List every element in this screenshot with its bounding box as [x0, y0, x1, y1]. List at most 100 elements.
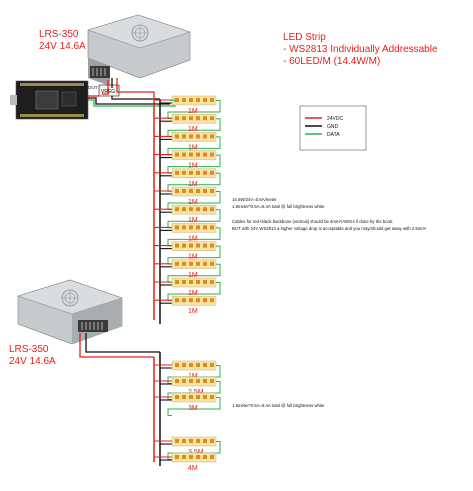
led-strip-row: 1M — [154, 223, 221, 247]
led-chip — [175, 243, 179, 248]
led-chip — [210, 243, 214, 248]
led-chip — [182, 225, 186, 230]
led-chip — [196, 261, 200, 266]
title-line1: - WS2813 Individually Addressable — [283, 44, 438, 55]
led-chip — [189, 225, 193, 230]
led-chip — [182, 170, 186, 175]
strip-length-label: 1M — [188, 235, 198, 242]
legend-data: DATA — [327, 132, 340, 138]
led-chip — [189, 98, 193, 102]
led-chip — [182, 280, 186, 284]
led-chip — [210, 298, 214, 303]
legend-gnd: GND — [327, 124, 339, 130]
led-chip — [196, 439, 200, 443]
led-strip-row: 1M — [154, 259, 221, 283]
led-chip — [196, 98, 200, 102]
led-strip-row: 3.5M — [154, 436, 221, 460]
led-strip-row: 1M — [154, 95, 221, 119]
strip-length-label: 1M — [188, 217, 198, 224]
led-chip — [175, 455, 179, 459]
strip-length-label: 3M — [188, 405, 198, 412]
led-chip — [210, 395, 214, 399]
led-chip — [203, 261, 207, 266]
led-chip — [175, 225, 179, 230]
strip-length-label: 3.5M — [188, 449, 204, 456]
led-chip — [182, 243, 186, 248]
led-chip — [175, 363, 179, 367]
strip-length-label: 1M — [188, 290, 198, 297]
led-chip — [175, 261, 179, 266]
led-chip — [175, 280, 179, 284]
note-total-current-2: 1.6meter*0.6A=8.4A total @ full brightne… — [232, 403, 325, 408]
led-chip — [210, 116, 214, 121]
data-input-line — [169, 99, 176, 102]
led-chip — [203, 98, 207, 102]
led-chip — [182, 363, 186, 367]
led-chip — [182, 152, 186, 157]
led-chip — [182, 98, 186, 102]
led-chip — [175, 439, 179, 443]
led-strip — [171, 295, 217, 306]
led-chip — [182, 379, 186, 383]
led-strip-row: 1M — [154, 295, 217, 315]
led-chip — [210, 439, 214, 443]
led-strip-row: 4M — [154, 452, 217, 472]
led-strip-row: 1M — [154, 277, 221, 301]
led-chip — [210, 379, 214, 383]
led-chip — [203, 379, 207, 383]
strip-length-label: 1M — [188, 373, 198, 380]
led-chip — [196, 298, 200, 303]
strip-length-label: 1M — [188, 272, 198, 279]
led-chip — [203, 134, 207, 139]
led-chip — [182, 455, 186, 459]
psu-bottom-rating: 24V 14.6A — [9, 356, 56, 367]
led-chip — [189, 243, 193, 248]
led-chip — [189, 395, 193, 399]
bottom-feed-wires — [79, 333, 160, 358]
led-strip — [171, 452, 217, 463]
led-chip — [196, 134, 200, 139]
led-chip — [196, 395, 200, 399]
led-chip — [182, 189, 186, 193]
led-chip — [196, 379, 200, 383]
led-chip — [203, 395, 207, 399]
psu-bottom — [17, 279, 123, 345]
note-total-current-1: 1.6meter*0.6A=8.4A total @ full brightne… — [232, 204, 325, 209]
led-chip — [182, 116, 186, 121]
strip-length-label: 1M — [188, 108, 198, 115]
led-chip — [182, 395, 186, 399]
led-chip — [196, 116, 200, 121]
led-chip — [203, 280, 207, 284]
led-chip — [203, 439, 207, 443]
led-chip — [196, 225, 200, 230]
strip-length-label: 1M — [188, 199, 198, 206]
led-chip — [210, 225, 214, 230]
strip-length-label: 1M — [188, 163, 198, 170]
led-chip — [189, 189, 193, 193]
psu-top-model: LRS-350 — [39, 29, 79, 40]
led-chip — [182, 261, 186, 266]
led-chip — [189, 261, 193, 266]
led-chip — [196, 280, 200, 284]
led-chip — [203, 225, 207, 230]
strip-length-label: 1M — [188, 181, 198, 188]
note-amps-per-meter: 14.4W/24V=0.6A/meter — [232, 197, 277, 202]
vreg-module — [98, 84, 120, 97]
led-chip — [196, 170, 200, 175]
strip-length-label: 1M — [188, 308, 198, 315]
psu-top — [87, 14, 191, 86]
led-chip — [175, 189, 179, 193]
led-chip — [210, 207, 214, 212]
out-label: OUT — [88, 85, 98, 90]
led-chip — [189, 116, 193, 121]
led-chip — [203, 170, 207, 175]
led-chip — [175, 116, 179, 121]
led-chip — [196, 152, 200, 157]
led-chip — [175, 207, 179, 212]
led-chip — [189, 134, 193, 139]
led-chip — [196, 455, 200, 459]
note-voltage-drop: BUT with 24V WS2813 a higher voltage dro… — [232, 226, 427, 231]
led-chip — [203, 207, 207, 212]
legend-24vdc: 24VDC — [327, 116, 344, 122]
